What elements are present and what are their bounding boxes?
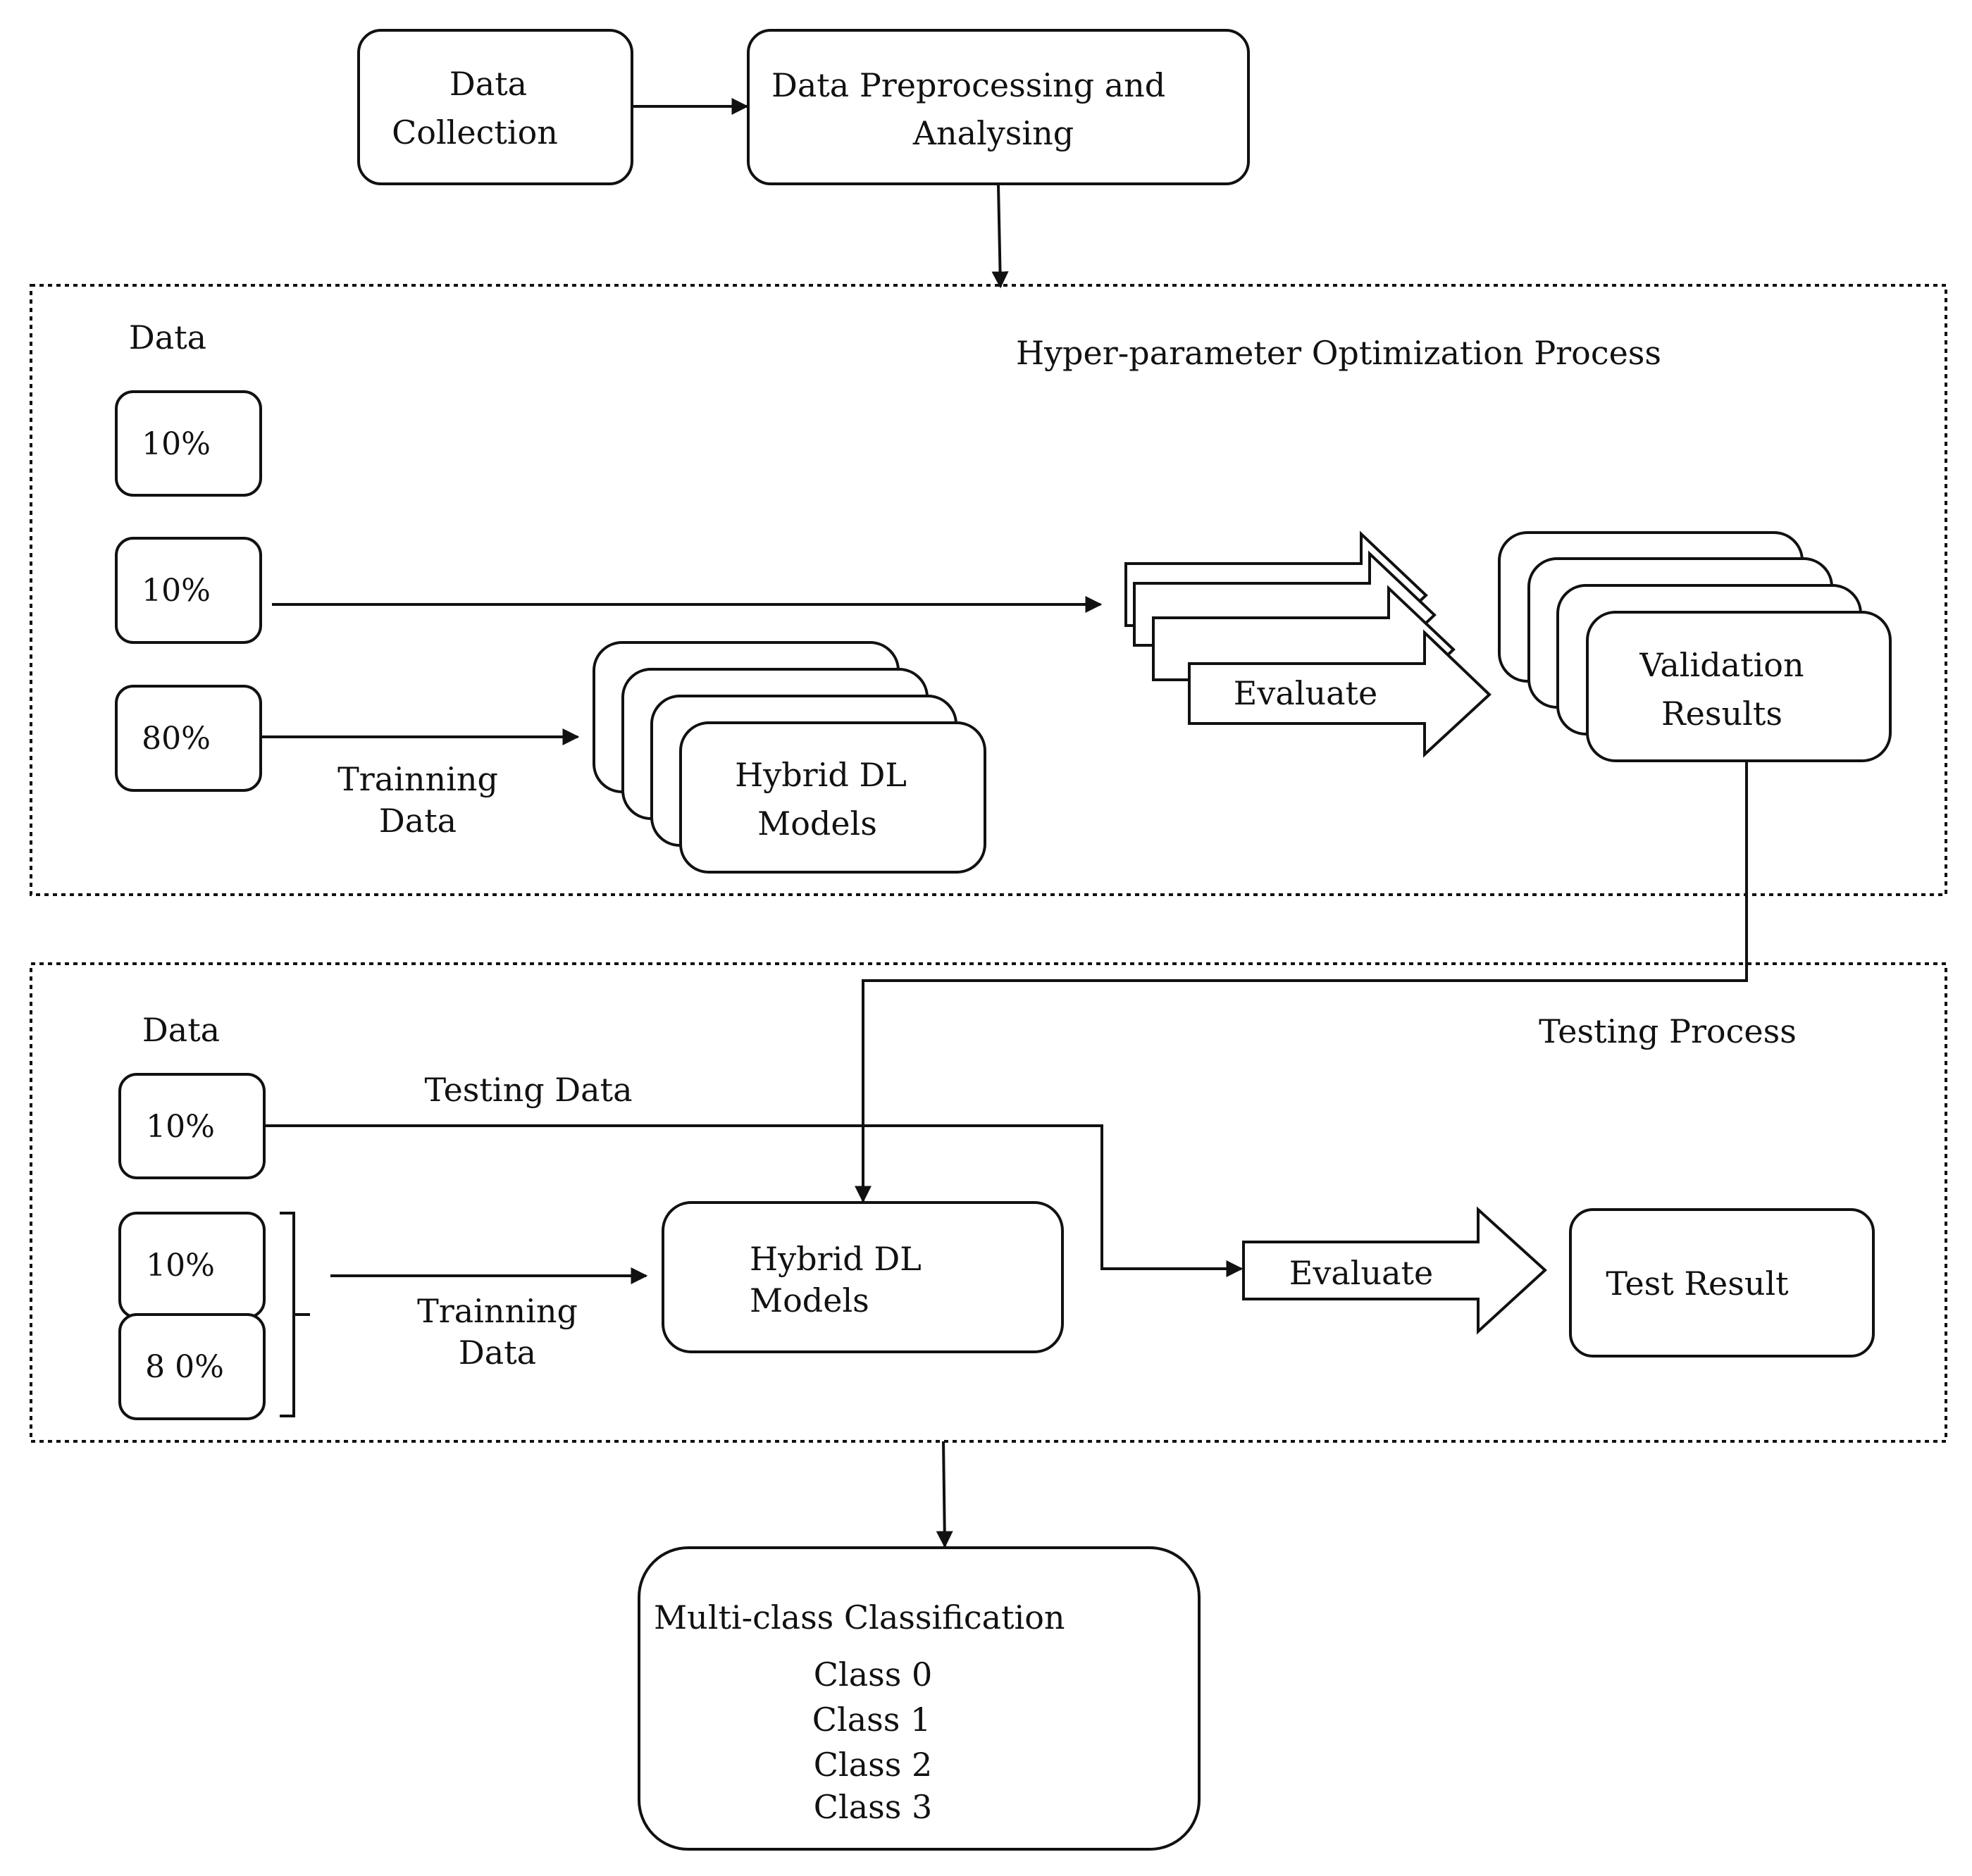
hpo-training-label-line2: Data — [379, 802, 457, 840]
class-3-label: Class 3 — [814, 1788, 932, 1826]
arrow-preprocessing-to-hpo — [991, 185, 1009, 289]
testing-models-line1: Hybrid DL — [750, 1240, 922, 1278]
hpo-process-title: Hyper-parameter Optimization Process — [1016, 334, 1661, 372]
testing-training-label-line1: Trainning — [417, 1292, 578, 1330]
validation-results-line2: Results — [1661, 695, 1782, 733]
class-1-label: Class 1 — [812, 1701, 931, 1739]
arrow-testing-to-classification — [936, 1441, 953, 1548]
hpo-split-value: 10% — [142, 426, 211, 462]
testing-process-frame — [30, 962, 1947, 1443]
test-result-label: Test Result — [1606, 1265, 1789, 1303]
hpo-split-80: 80% — [115, 685, 262, 792]
testing-split-10-a: 10% — [118, 1073, 266, 1179]
arrow-results-to-test-models — [855, 761, 1748, 1203]
testing-models-line2: Models — [750, 1281, 869, 1319]
testing-split-80: 8 0% — [118, 1313, 266, 1420]
arrow-testing-data-to-evaluate — [264, 1124, 1244, 1277]
testing-evaluate-arrow: Evaluate — [1242, 1206, 1547, 1335]
training-split-brace — [280, 1212, 310, 1417]
hpo-evaluate-label: Evaluate — [1234, 674, 1377, 712]
hpo-process-frame — [30, 284, 1947, 896]
preprocessing-node: Data Preprocessing and Analysing — [747, 29, 1250, 185]
hpo-evaluate-arrows: Evaluate — [1124, 530, 1492, 758]
hpo-models-stack: Hybrid DL Models — [593, 641, 986, 874]
testing-split-value: 8 0% — [145, 1349, 224, 1385]
classification-node: Multi-class Classification Class 0 Class… — [638, 1546, 1201, 1851]
hpo-split-value: 10% — [142, 573, 211, 609]
testing-models-node: Hybrid DL Models — [662, 1201, 1064, 1353]
collection-line2: Collection — [392, 113, 558, 151]
class-2-label: Class 2 — [814, 1746, 932, 1784]
validation-results-stack: Validation Results — [1498, 531, 1892, 762]
hpo-models-line1: Hybrid DL — [735, 756, 907, 794]
hpo-data-label: Data — [129, 318, 206, 356]
data-collection-node: Data Collection — [357, 29, 633, 185]
test-result-node: Test Result — [1569, 1208, 1875, 1358]
hpo-training-label-line1: Trainning — [337, 760, 498, 798]
hpo-split-10-b: 10% — [115, 537, 262, 644]
testing-training-label-line2: Data — [459, 1334, 536, 1372]
preprocessing-line2: Analysing — [912, 114, 1074, 152]
testing-evaluate-label: Evaluate — [1289, 1254, 1433, 1292]
collection-line1: Data — [449, 65, 527, 103]
testing-split-10-b: 10% — [118, 1212, 266, 1319]
testing-split-value: 10% — [146, 1248, 215, 1284]
preprocessing-line1: Data Preprocessing and — [771, 66, 1165, 104]
testing-data-label: Data — [142, 1011, 220, 1049]
testing-split-value: 10% — [146, 1109, 215, 1145]
hpo-models-line2: Models — [757, 805, 877, 843]
validation-results-line1: Validation — [1639, 646, 1804, 684]
hpo-split-value: 80% — [142, 721, 211, 757]
hpo-split-10-a: 10% — [115, 390, 262, 497]
class-0-label: Class 0 — [814, 1656, 932, 1694]
classification-title: Multi-class Classification — [654, 1598, 1065, 1636]
testing-data-arrow-label: Testing Data — [424, 1071, 632, 1109]
testing-process-title: Testing Process — [1539, 1012, 1797, 1050]
